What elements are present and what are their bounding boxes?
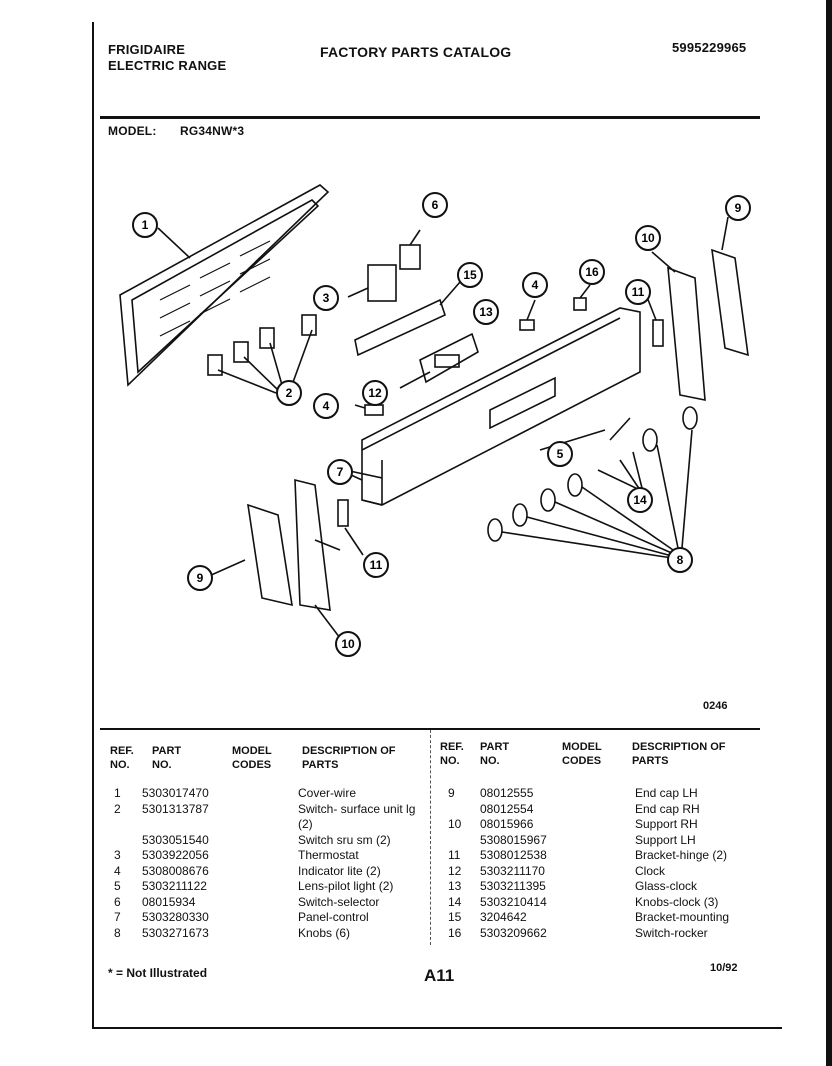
not-illustrated-note: * = Not Illustrated <box>108 966 208 980</box>
svg-text:2: 2 <box>286 386 293 400</box>
svg-text:14: 14 <box>633 493 647 507</box>
header-rule <box>100 116 760 119</box>
svg-text:11: 11 <box>632 285 645 299</box>
header-ref: REF. NO. <box>440 741 464 767</box>
callout-12: 12 <box>362 380 388 406</box>
callout-11: 11 <box>625 279 651 305</box>
header-model: MODEL CODES <box>232 745 272 771</box>
cover-wire-part <box>119 184 330 387</box>
control-panel-part <box>361 307 641 506</box>
end-cap-rh-part <box>711 248 749 357</box>
table-top-rule <box>100 728 760 730</box>
callout-6: 6 <box>422 192 448 218</box>
callout-16: 16 <box>579 259 605 285</box>
callout-8: 8 <box>667 547 693 573</box>
svg-text:16: 16 <box>585 265 599 279</box>
callout-7: 7 <box>327 459 353 485</box>
thermostat-part <box>367 264 397 302</box>
svg-text:9: 9 <box>735 201 742 215</box>
svg-text:10: 10 <box>641 231 655 245</box>
exploded-parts-diagram: 1 2 3 4 4 5 6 7 8 9 9 10 10 11 11 12 13 … <box>119 184 751 657</box>
header-description: DESCRIPTION OF PARTS <box>302 745 396 771</box>
callout-9: 9 <box>187 565 213 591</box>
brand-line1: FRIGIDAIRE <box>108 42 186 57</box>
callout-10: 10 <box>635 225 661 251</box>
header-ref: REF. NO. <box>110 745 134 771</box>
svg-text:5: 5 <box>557 447 564 461</box>
brand-line2: ELECTRIC RANGE <box>108 58 227 73</box>
callout-3: 3 <box>313 285 339 311</box>
svg-text:11: 11 <box>370 558 383 572</box>
clock-part <box>419 332 479 384</box>
table-column-separator <box>430 730 432 945</box>
callout-14: 14 <box>627 487 653 513</box>
callout-2: 2 <box>276 380 302 406</box>
svg-text:3: 3 <box>323 291 330 305</box>
svg-text:13: 13 <box>479 305 493 319</box>
bracket-hinge-part <box>337 499 349 527</box>
callout-5: 5 <box>547 441 573 467</box>
header-model: MODEL CODES <box>562 741 602 767</box>
callout-1: 1 <box>132 212 158 238</box>
callout-9: 9 <box>725 195 751 221</box>
callout-11: 11 <box>363 552 389 578</box>
bracket-mounting-part <box>354 298 446 357</box>
svg-text:7: 7 <box>337 465 344 479</box>
scan-edge <box>826 0 832 1066</box>
svg-text:8: 8 <box>677 553 684 567</box>
diagram-code: 0246 <box>703 700 728 712</box>
header-part: PART NO. <box>480 741 510 767</box>
model-label: MODEL: <box>108 124 157 138</box>
end-cap-lh-part <box>247 503 293 607</box>
catalog-title: FACTORY PARTS CATALOG <box>320 44 512 60</box>
callout-4: 4 <box>522 272 548 298</box>
callout-13: 13 <box>473 299 499 325</box>
svg-text:4: 4 <box>532 278 539 292</box>
svg-text:12: 12 <box>368 386 382 400</box>
svg-text:9: 9 <box>197 571 204 585</box>
svg-text:4: 4 <box>323 399 330 413</box>
switch-part <box>207 354 223 376</box>
svg-text:6: 6 <box>432 198 439 212</box>
revision-date: 10/92 <box>710 962 738 974</box>
callout-10: 10 <box>335 631 361 657</box>
support-lh-part <box>294 478 331 611</box>
model-value: RG34NW*3 <box>180 124 245 138</box>
support-rh-part <box>667 266 706 401</box>
knob-parts <box>487 406 698 542</box>
svg-text:10: 10 <box>341 637 355 651</box>
switch-rocker-part <box>573 297 587 311</box>
page-number: A11 <box>424 966 455 985</box>
callout-15: 15 <box>457 262 483 288</box>
header-part: PART NO. <box>152 745 182 771</box>
svg-text:1: 1 <box>142 218 149 232</box>
catalog-number: 5995229965 <box>672 40 747 55</box>
page-frame <box>92 22 782 1029</box>
callout-4: 4 <box>313 393 339 419</box>
table-row: (2) <box>298 817 313 831</box>
svg-text:15: 15 <box>463 268 477 282</box>
header-description: DESCRIPTION OF PARTS <box>632 741 726 767</box>
